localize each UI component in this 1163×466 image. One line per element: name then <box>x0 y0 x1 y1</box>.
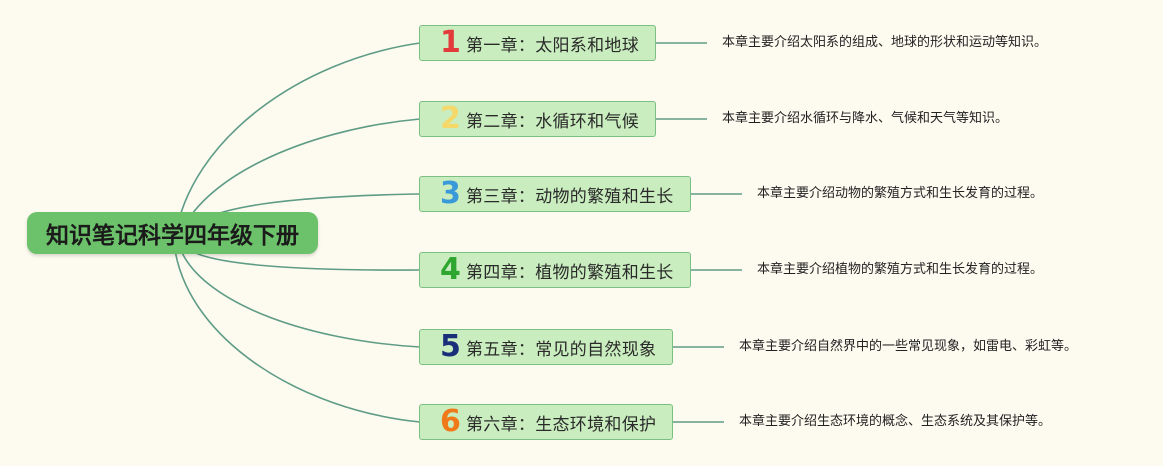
chapter-number-2: 2 <box>440 101 461 136</box>
chapter-node-6[interactable]: 6 第六章：生态环境和保护 <box>419 404 673 440</box>
chapter-node-1[interactable]: 1 第一章：太阳系和地球 <box>419 25 656 61</box>
chapter-number-6: 6 <box>440 404 461 439</box>
chapter-number-4: 4 <box>440 252 461 287</box>
chapter-description-4: 本章主要介绍植物的繁殖方式和生长发育的过程。 <box>757 262 1044 277</box>
branch-line-1 <box>174 42 421 239</box>
chapter-description-3: 本章主要介绍动物的繁殖方式和生长发育的过程。 <box>757 186 1044 201</box>
branch-line-6 <box>174 249 421 423</box>
chapter-title-1: 第一章：太阳系和地球 <box>466 35 639 56</box>
chapter-title-6: 第六章：生态环境和保护 <box>466 414 657 435</box>
chapter-node-4[interactable]: 4 第四章：植物的繁殖和生长 <box>419 252 691 288</box>
chapter-title-3: 第三章：动物的繁殖和生长 <box>466 186 674 207</box>
chapter-node-5[interactable]: 5 第五章：常见的自然现象 <box>419 329 673 365</box>
chapter-description-1: 本章主要介绍太阳系的组成、地球的形状和运动等知识。 <box>722 35 1048 50</box>
chapter-number-3: 3 <box>440 176 461 211</box>
chapter-description-2: 本章主要介绍水循环与降水、气候和天气等知识。 <box>722 111 1009 126</box>
chapter-title-5: 第五章：常见的自然现象 <box>466 339 657 360</box>
root-topic[interactable]: 知识笔记科学四年级下册 <box>27 212 318 254</box>
chapter-title-2: 第二章：水循环和气候 <box>466 111 639 132</box>
branch-line-5 <box>179 247 421 348</box>
chapter-title-4: 第四章：植物的繁殖和生长 <box>466 262 674 283</box>
chapter-number-5: 5 <box>440 329 461 364</box>
chapter-description-5: 本章主要介绍自然界中的一些常见现象，如雷电、彩虹等。 <box>739 339 1078 354</box>
chapter-number-1: 1 <box>440 25 461 60</box>
root-title: 知识笔记科学四年级下册 <box>46 223 299 249</box>
chapter-node-2[interactable]: 2 第二章：水循环和气候 <box>419 101 656 137</box>
chapter-description-6: 本章主要介绍生态环境的概念、生态系统及其保护等。 <box>739 414 1052 429</box>
chapter-node-3[interactable]: 3 第三章：动物的繁殖和生长 <box>419 176 691 212</box>
